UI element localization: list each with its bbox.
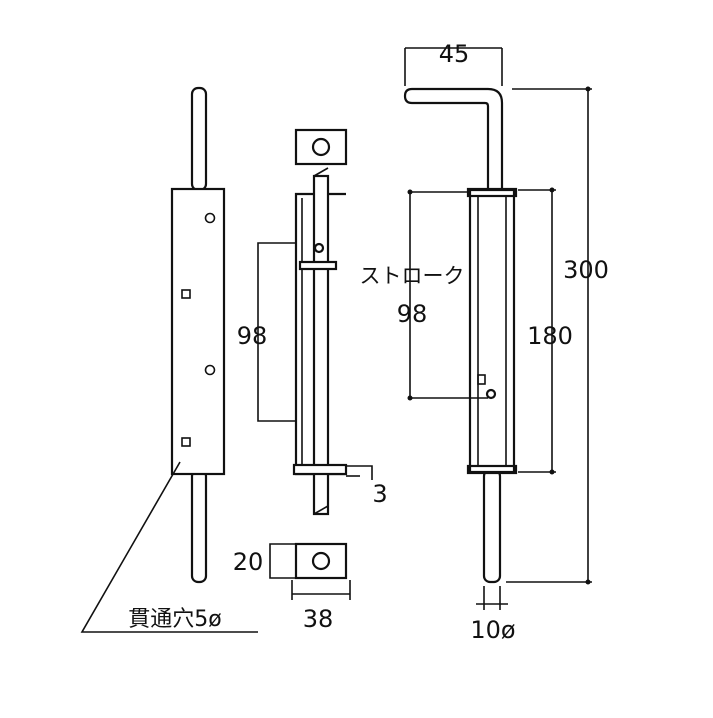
right-pin-dot xyxy=(485,388,497,400)
front-plate xyxy=(170,187,226,476)
keeper-hole xyxy=(311,551,331,571)
side-pin-dot xyxy=(313,242,325,254)
right-body xyxy=(468,188,516,474)
hole-note-leader xyxy=(80,461,258,633)
side-bottom-strap xyxy=(292,463,348,476)
right-bottom-strap xyxy=(466,464,518,475)
front-hole-2 xyxy=(181,289,191,299)
dim-stroke-tick-bottom xyxy=(407,395,413,401)
label-38: 38 xyxy=(303,605,334,633)
label-180: 180 xyxy=(527,322,573,350)
side-handle-pin xyxy=(298,260,338,271)
dim-stroke-line xyxy=(409,191,488,399)
front-hole-4 xyxy=(181,437,191,447)
front-hole-1 xyxy=(204,212,216,224)
keeper-view xyxy=(269,542,351,600)
dim-20-line xyxy=(269,543,296,579)
side-keeper-hole xyxy=(311,137,331,157)
label-3: 3 xyxy=(372,480,387,508)
label-45: 45 xyxy=(439,40,470,68)
side-rod-cut-bottom xyxy=(313,505,329,515)
label-20: 20 xyxy=(233,548,264,576)
label-stroke: ストローク xyxy=(360,264,465,288)
label-stroke-value: 98 xyxy=(397,300,428,328)
dim-180-tick-top xyxy=(549,187,555,193)
side-rod-cut-top xyxy=(313,167,329,177)
dim-180-tick-bottom xyxy=(549,469,555,475)
dim-3-line-top xyxy=(346,465,373,480)
label-300: 300 xyxy=(563,256,609,284)
front-rod-bottom xyxy=(190,468,208,584)
label-hole-note: 貫通穴5ø xyxy=(128,607,221,632)
front-rod-top xyxy=(190,86,208,192)
dim-300-tick-top xyxy=(585,86,591,92)
dim-stroke-tick-top xyxy=(407,189,413,195)
right-handle xyxy=(403,87,504,194)
front-view xyxy=(80,86,258,633)
right-view xyxy=(403,47,592,610)
front-hole-3 xyxy=(204,364,216,376)
side-bolt-rod xyxy=(312,174,330,516)
keeper-body xyxy=(294,542,348,580)
dim-300-tick-bottom xyxy=(585,579,591,585)
right-pin-square xyxy=(477,374,486,385)
label-98-side: 98 xyxy=(237,322,268,350)
label-10: 10ø xyxy=(470,616,515,644)
right-rod-bottom xyxy=(482,468,502,584)
side-view xyxy=(257,128,373,516)
dim-98-side-line xyxy=(257,242,296,422)
